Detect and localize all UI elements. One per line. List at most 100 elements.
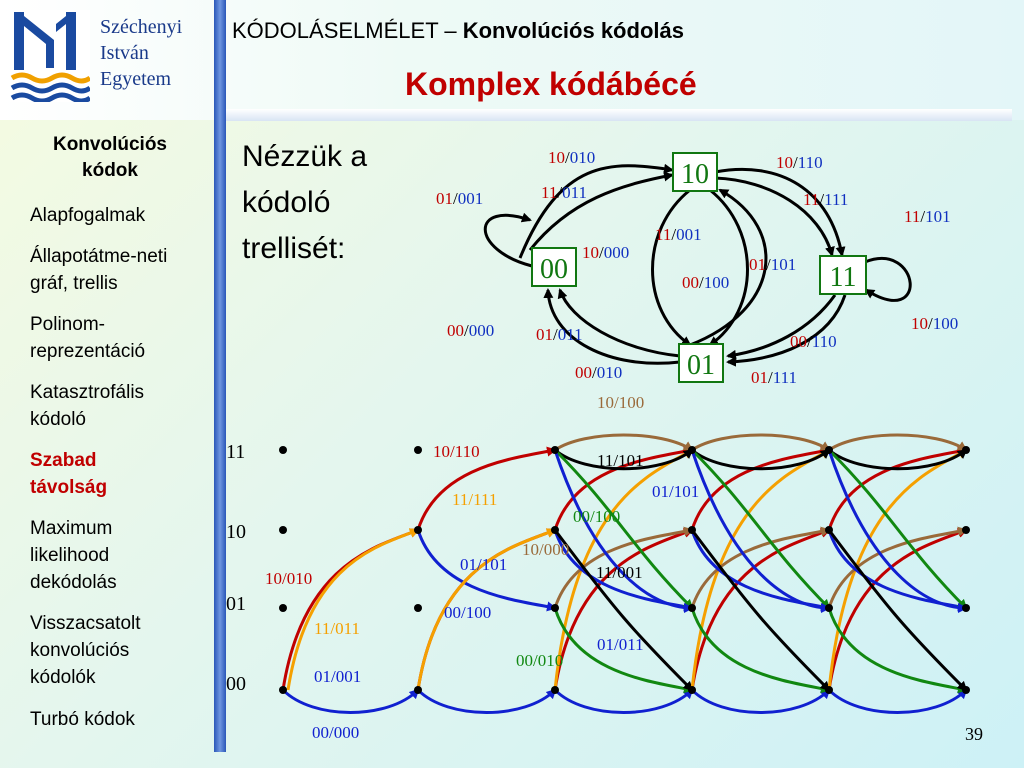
edge-00-self: [483, 212, 533, 268]
trellis-node: [688, 446, 696, 454]
sidebar-item-szabad-tavolsag[interactable]: Szabad távolság: [30, 450, 108, 498]
trellis-edge: [690, 528, 831, 691]
topic-name: Konvolúciós kódolás: [462, 18, 684, 43]
trellis-edge: [690, 529, 831, 692]
trellis-edge: [281, 528, 420, 691]
slide-title: Komplex kódábécé: [405, 66, 697, 102]
trellis-edge: [691, 433, 831, 452]
trellis-edge-label: 10/010: [265, 569, 312, 588]
edge-10-01-a: [651, 188, 692, 347]
university-name-line3: Egyetem: [100, 68, 172, 90]
trellis-edge: [690, 529, 831, 612]
state-edge-label: 01/011: [536, 325, 583, 344]
state-edge-label: 01/001: [436, 189, 483, 208]
state-edge-label: 11/111: [803, 190, 848, 209]
trellis-edge: [416, 688, 557, 714]
edge-00-10-b: [528, 171, 674, 251]
trellis-edge: [286, 528, 420, 691]
trellis-edge-label: 00/010: [516, 651, 563, 670]
trellis-edge-label: 01/101: [460, 555, 507, 574]
sidebar-item-visszacsatolt[interactable]: Visszacsatolt konvolúciós kódolók: [30, 613, 141, 688]
trellis-edge-label: 11/101: [597, 451, 644, 470]
trellis-state-11: 11: [226, 441, 245, 463]
trellis-edge: [828, 433, 968, 452]
state-10-label: 10: [681, 159, 709, 190]
trellis-node: [551, 604, 559, 612]
university-logo: [10, 10, 92, 104]
state-01-label: 01: [687, 350, 715, 381]
trellis-node: [688, 604, 696, 612]
trellis-edge: [827, 448, 968, 691]
trellis-edge: [553, 529, 694, 692]
trellis-node: [414, 604, 422, 612]
state-edge-label: 10/100: [911, 314, 958, 333]
edge-10-01-b: [708, 188, 749, 347]
trellis-node: [962, 526, 970, 534]
trellis-edge-label: 11/111: [452, 490, 497, 509]
trellis-edge-label: 10/000: [522, 540, 569, 559]
trellis-edge: [827, 529, 968, 692]
sidebar-item-alapfogalmak[interactable]: Alapfogalmak: [30, 205, 146, 226]
trellis-node: [962, 686, 970, 694]
trellis-edge-label: 01/101: [652, 482, 699, 501]
intro-line-3: trellisét:: [242, 232, 346, 265]
trellis-edge: [827, 526, 968, 609]
edge-11-self: [864, 257, 912, 302]
trellis-node: [414, 446, 422, 454]
course-name: KÓDOLÁSELMÉLET –: [232, 18, 463, 43]
trellis-node: [551, 526, 559, 534]
trellis-edge: [281, 688, 420, 714]
trellis-edge: [554, 448, 694, 471]
edge-10-11-a: [714, 167, 846, 257]
sidebar-item-polinom[interactable]: Polinom-reprezentáció: [30, 314, 146, 362]
trellis-edge: [553, 449, 694, 613]
trellis-edge: [827, 688, 968, 714]
edge-11-01-b: [726, 294, 837, 360]
trellis-node: [279, 604, 287, 612]
trellis-edge-label: 10/100: [597, 393, 644, 412]
trellis-edge: [691, 448, 831, 471]
trellis-node: [825, 686, 833, 694]
state-00-box: [531, 247, 577, 287]
state-edge-label: 01/101: [749, 255, 796, 274]
intro-line-1: Nézzük a: [242, 140, 368, 173]
edge-01-00-b: [557, 288, 681, 358]
state-edge-label: 00/110: [790, 332, 837, 351]
trellis-edge-label: 10/110: [433, 442, 480, 461]
trellis-edge-label: 11/001: [596, 563, 643, 582]
sidebar-item-katasztrofalis[interactable]: Katasztrofális kódoló: [30, 382, 145, 430]
trellis-edge: [827, 448, 968, 610]
state-11-label: 11: [830, 262, 857, 293]
vertical-divider: [214, 0, 226, 752]
intro-line-2: kódoló: [242, 186, 331, 219]
edge-11-01-a: [726, 294, 847, 367]
sidebar-heading: Konvolúciós kódok: [52, 134, 167, 181]
sidebar-item-turbo-kodok[interactable]: Turbó kódok: [30, 709, 135, 730]
trellis-edge: [690, 449, 831, 613]
sidebar-item-maximum-likelihood[interactable]: Maximum likelihood dekódolás: [30, 518, 117, 593]
trellis-edge: [828, 448, 968, 471]
trellis-edge: [690, 526, 831, 609]
state-edge-label: 10/010: [548, 148, 595, 167]
trellis-node: [279, 686, 287, 694]
sidebar-item-allapotatmeneti[interactable]: Állapotátme-neti gráf, trellis: [30, 246, 168, 294]
trellis-edge: [827, 449, 968, 613]
trellis-node: [551, 446, 559, 454]
state-01-box: [678, 343, 724, 383]
trellis-edge: [553, 526, 694, 609]
edge-10-11-b: [714, 176, 835, 257]
trellis-edge-label: 00/100: [444, 603, 491, 622]
edge-01-10: [689, 188, 768, 347]
intro-text: Nézzük a kódoló trellisét:: [242, 134, 367, 272]
trellis-edge: [690, 448, 831, 610]
trellis-node: [825, 446, 833, 454]
state-edge-label: 00/000: [447, 321, 494, 340]
state-edge-label: 11/001: [655, 225, 702, 244]
trellis-edge-label: 00/100: [573, 507, 620, 526]
trellis-node: [825, 526, 833, 534]
trellis-edge-label: 11/011: [314, 619, 360, 638]
course-title: KÓDOLÁSELMÉLET – Konvolúciós kódolás: [232, 18, 684, 44]
